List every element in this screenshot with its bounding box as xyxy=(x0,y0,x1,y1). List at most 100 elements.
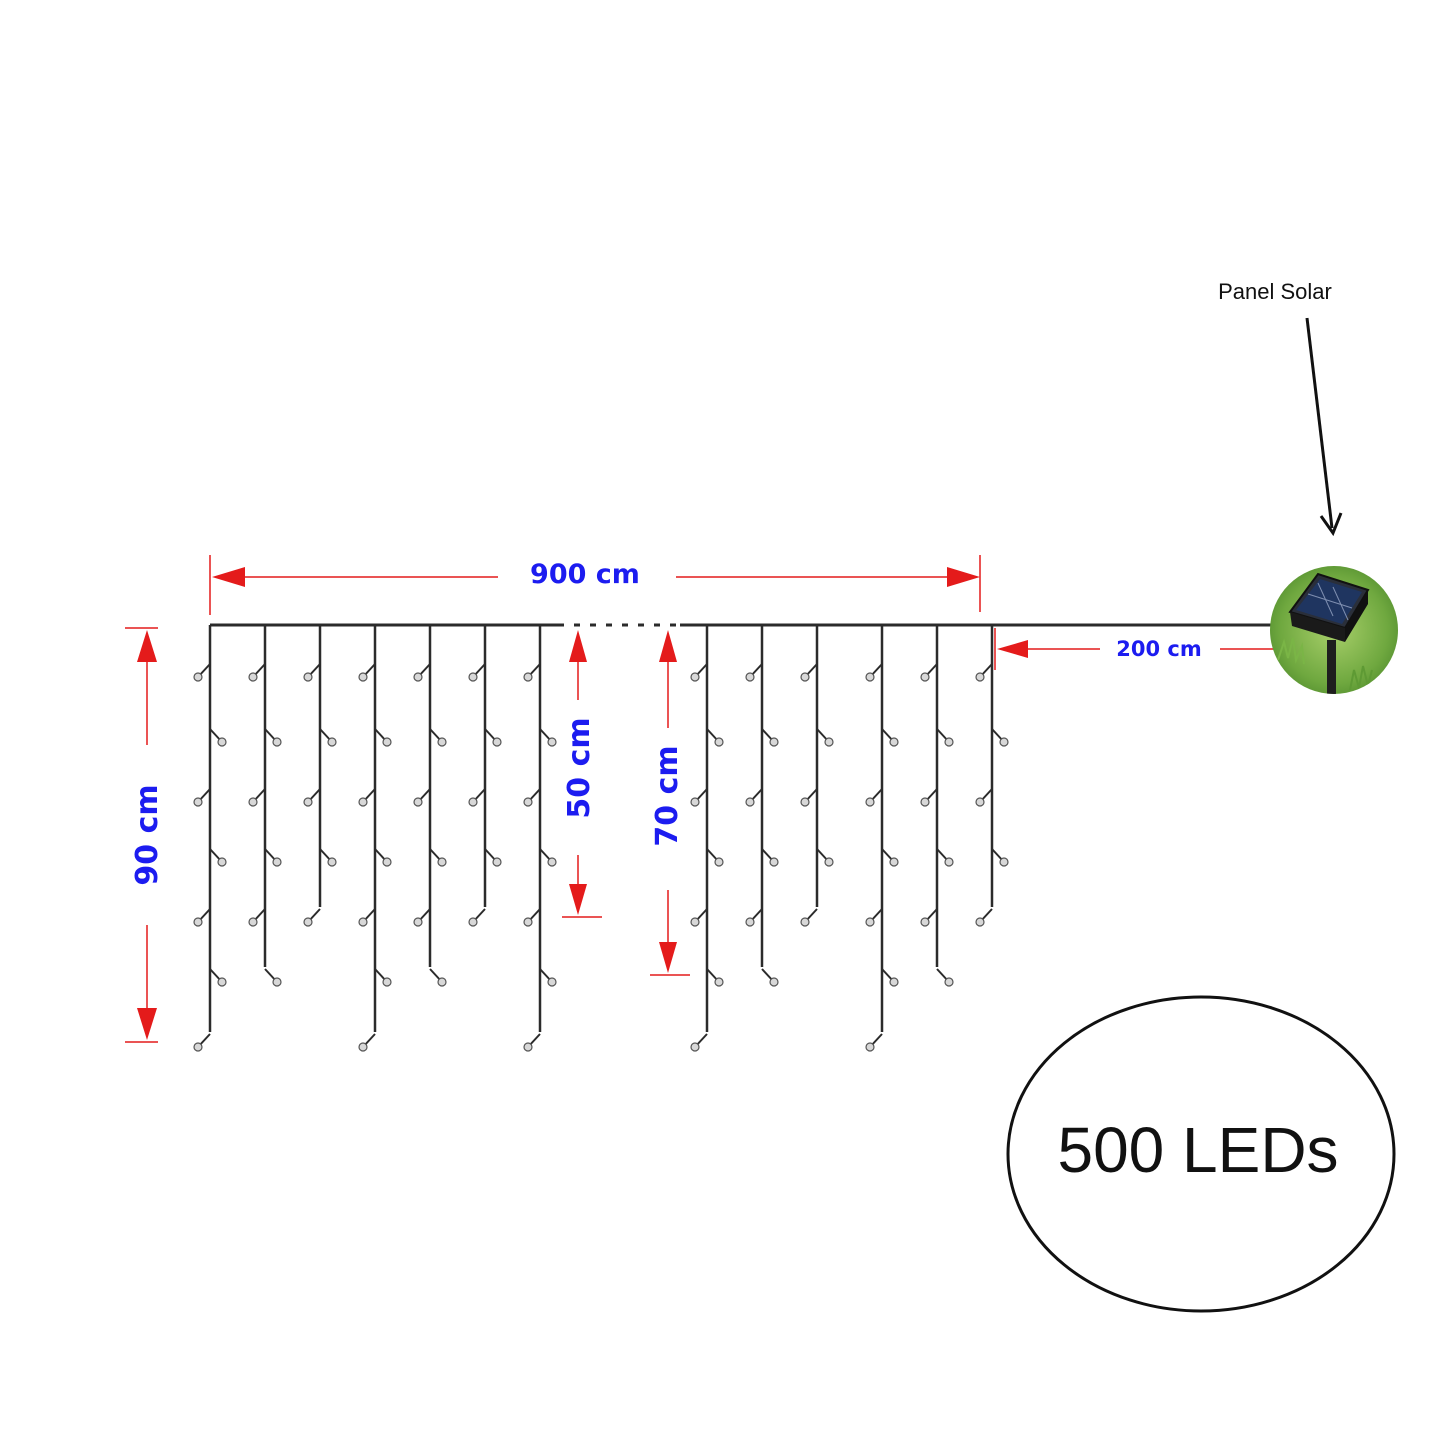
led-bulb-icon xyxy=(944,857,954,867)
led-bulb-icon xyxy=(975,797,985,807)
led-bulb-icon xyxy=(413,672,423,682)
arrow-left xyxy=(997,640,1028,658)
lead-label: 200 cm xyxy=(1116,637,1201,661)
led-bulb-icon xyxy=(358,1042,368,1052)
led-bulb-icon xyxy=(468,672,478,682)
led-bulb-icon xyxy=(248,917,258,927)
led-bulb-icon xyxy=(193,672,203,682)
led-bulb-icon xyxy=(944,977,954,987)
led-bulb-icon xyxy=(523,917,533,927)
led-bulb-icon xyxy=(714,857,724,867)
led-bulb-icon xyxy=(468,797,478,807)
led-bulb-icon xyxy=(769,737,779,747)
led-bulb-icon xyxy=(690,1042,700,1052)
led-bulb-icon xyxy=(547,857,557,867)
led-bulb-icon xyxy=(714,737,724,747)
led-bulb-icon xyxy=(193,1042,203,1052)
led-bulb-icon xyxy=(523,797,533,807)
led-bulb-icon xyxy=(690,672,700,682)
led-bulb-icon xyxy=(248,672,258,682)
led-count-badge: 500 LEDs xyxy=(1006,995,1396,1313)
led-bulb-icon xyxy=(769,977,779,987)
led-bulb-icon xyxy=(193,797,203,807)
led-bulb-icon xyxy=(800,797,810,807)
arrow-up xyxy=(569,630,587,662)
led-bulb-icon xyxy=(437,977,447,987)
led-bulb-icon xyxy=(920,917,930,927)
led-bulb-icon xyxy=(865,797,875,807)
led-bulb-icon xyxy=(272,737,282,747)
led-bulb-icon xyxy=(690,797,700,807)
height-short-label: 50 cm xyxy=(562,717,597,818)
led-bulb-icon xyxy=(547,737,557,747)
solar-panel-callout: Panel Solar xyxy=(1218,279,1343,537)
led-bulb-icon xyxy=(492,737,502,747)
led-bulb-icon xyxy=(358,672,368,682)
arrow-up xyxy=(137,630,157,662)
led-bulb-icon xyxy=(358,797,368,807)
led-bulb-icon xyxy=(303,672,313,682)
led-bulb-icon xyxy=(382,857,392,867)
led-bulb-icon xyxy=(382,737,392,747)
pointer-arrowhead xyxy=(1319,512,1343,537)
arrow-down xyxy=(659,942,677,973)
solar-panel-icon xyxy=(1270,566,1398,694)
led-bulb-icon xyxy=(944,737,954,747)
led-bulb-icon xyxy=(217,737,227,747)
led-count-label: 500 LEDs xyxy=(1057,1114,1338,1186)
led-bulb-icon xyxy=(745,797,755,807)
led-bulb-icon xyxy=(824,857,834,867)
led-bulb-icon xyxy=(865,1042,875,1052)
led-bulb-icon xyxy=(745,672,755,682)
led-bulb-icon xyxy=(523,1042,533,1052)
led-bulb-icon xyxy=(800,672,810,682)
led-bulb-icon xyxy=(492,857,502,867)
solar-panel-label: Panel Solar xyxy=(1218,279,1332,304)
arrow-down xyxy=(137,1008,157,1040)
height-max-label: 90 cm xyxy=(130,784,165,885)
led-bulb-icon xyxy=(865,672,875,682)
led-bulb-icon xyxy=(865,917,875,927)
led-bulb-icon xyxy=(193,917,203,927)
led-bulb-icon xyxy=(975,917,985,927)
height-mid-dimension: 70 cm xyxy=(650,630,690,976)
width-label: 900 cm xyxy=(530,559,640,590)
led-bulb-icon xyxy=(248,797,258,807)
arrow-down xyxy=(569,884,587,915)
led-bulb-icon xyxy=(437,857,447,867)
arrow-right xyxy=(947,567,980,587)
led-bulb-icon xyxy=(382,977,392,987)
led-bulb-icon xyxy=(889,737,899,747)
led-bulb-icon xyxy=(217,977,227,987)
led-bulb-icon xyxy=(413,797,423,807)
led-bulb-icon xyxy=(920,672,930,682)
led-bulb-icon xyxy=(413,917,423,927)
led-bulb-icon xyxy=(714,977,724,987)
led-bulb-icon xyxy=(690,917,700,927)
led-bulb-icon xyxy=(920,797,930,807)
led-bulb-icon xyxy=(523,672,533,682)
led-bulb-icon xyxy=(303,917,313,927)
led-bulb-icon xyxy=(303,797,313,807)
led-bulb-icon xyxy=(272,977,282,987)
led-bulb-icon xyxy=(999,737,1009,747)
led-bulb-icon xyxy=(437,737,447,747)
led-bulb-icon xyxy=(327,857,337,867)
led-bulb-icon xyxy=(999,857,1009,867)
led-bulb-icon xyxy=(272,857,282,867)
led-bulb-icon xyxy=(824,737,834,747)
led-bulb-icon xyxy=(889,977,899,987)
led-bulb-icon xyxy=(547,977,557,987)
height-max-dimension: 90 cm xyxy=(125,627,165,1043)
arrow-up xyxy=(659,630,677,662)
led-bulb-icon xyxy=(217,857,227,867)
height-short-dimension: 50 cm xyxy=(562,630,602,918)
led-bulb-icon xyxy=(745,917,755,927)
arrow-left xyxy=(212,567,245,587)
led-bulb-icon xyxy=(769,857,779,867)
height-mid-label: 70 cm xyxy=(650,745,685,846)
width-dimension: 900 cm xyxy=(209,555,981,615)
led-bulb-icon xyxy=(975,672,985,682)
led-bulb-icon xyxy=(889,857,899,867)
